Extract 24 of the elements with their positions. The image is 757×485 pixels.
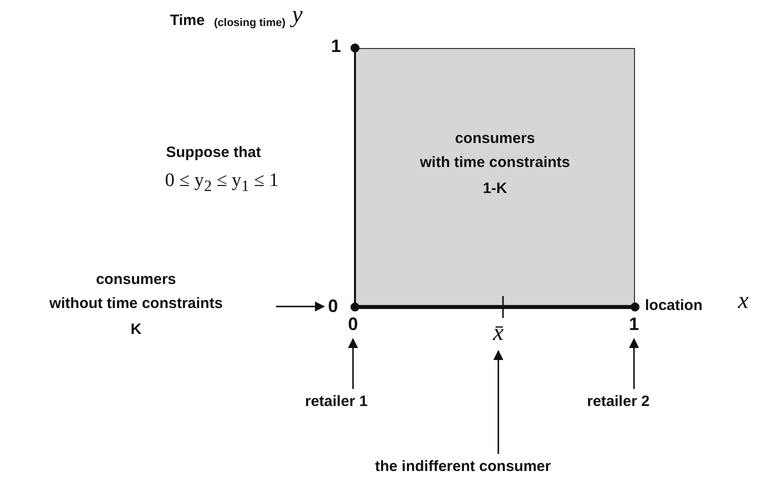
consumer-label: the indifferent consumer [375, 458, 551, 475]
retailer-label: retailer 1 [305, 393, 368, 410]
tick-label: 1 [331, 36, 342, 57]
retailer-label: retailer 2 [587, 393, 650, 410]
axis-title: Time [170, 12, 205, 29]
arrow [629, 338, 639, 389]
group-label: consumers without time constraints [48, 270, 224, 314]
shaded-region [355, 48, 635, 307]
group-value: K [130, 320, 142, 340]
arrow [276, 302, 325, 312]
axis-title: location [645, 297, 703, 314]
tick-label: 0 [348, 314, 358, 335]
axis-variable: y [292, 2, 303, 29]
tick-label: 1 [629, 314, 640, 335]
axis-point-label: x̄ [493, 320, 504, 347]
axis-variable: x [738, 288, 749, 315]
axis-note: (closing time) [214, 17, 286, 29]
region-value: 1-K [482, 179, 508, 199]
note-text: Suppose that [166, 144, 262, 161]
arrow [348, 338, 358, 389]
inequality-text: 0 ≤ y$_{2}$ ≤ y$_{1}$ ≤ 1 [165, 170, 279, 196]
tick-label: 0 [328, 296, 338, 317]
arrow [493, 350, 504, 454]
region-label: consumers with time constraints [418, 129, 572, 173]
